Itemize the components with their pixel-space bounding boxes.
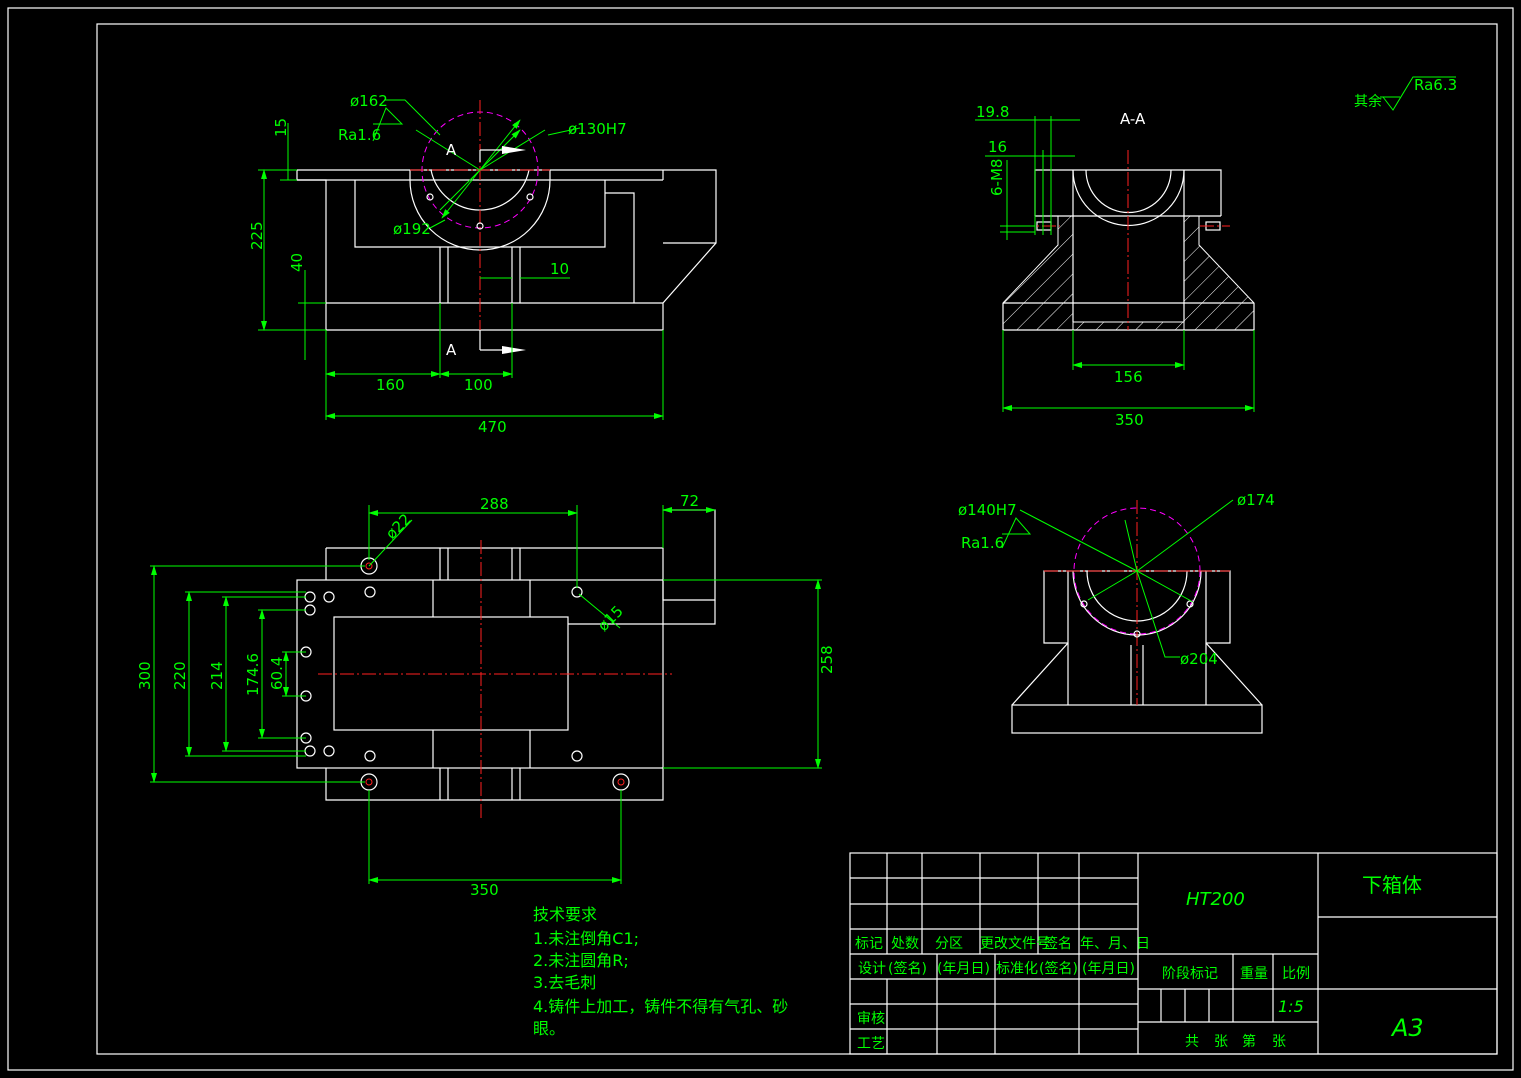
dim-w470: 470 bbox=[478, 418, 507, 436]
row-process: 工艺 bbox=[857, 1036, 885, 1052]
dim-d140: ø140H7 bbox=[958, 501, 1017, 519]
title-block: HT200 下箱体 A3 1:5 标记 处数 分区 更改文件号 签名 年、月、日… bbox=[849, 852, 1498, 1055]
dim-w10: 10 bbox=[550, 260, 569, 278]
bolt-holes bbox=[300, 557, 630, 791]
dim-ra-front: Ra1.6 bbox=[338, 126, 381, 144]
sheets-current-prefix: 第 bbox=[1242, 1033, 1256, 1050]
dim-w350-top: 350 bbox=[470, 881, 499, 899]
roughness-prefix: 其余 bbox=[1354, 93, 1382, 110]
material: HT200 bbox=[1186, 889, 1245, 910]
dim-w100: 100 bbox=[464, 376, 493, 394]
dim-h220: 220 bbox=[171, 661, 189, 690]
scale-label: 比例 bbox=[1282, 966, 1310, 982]
dim-w19-8: 19.8 bbox=[976, 103, 1009, 121]
tech-item-4: 4.铸件上加工，铸件不得有气孔、砂 bbox=[533, 997, 788, 1016]
part-name: 下箱体 bbox=[1362, 873, 1422, 897]
dim-h225: 225 bbox=[248, 221, 266, 250]
row-design-sign: (签名) bbox=[888, 960, 927, 977]
section-view: A-A 19.8 16 6-M8 156 350 bbox=[975, 103, 1255, 429]
scale-value: 1:5 bbox=[1278, 997, 1304, 1016]
sheet-border bbox=[7, 7, 1514, 1071]
dim-h258: 258 bbox=[818, 645, 836, 674]
tech-item-5: 眼。 bbox=[533, 1019, 565, 1038]
dim-w16: 16 bbox=[988, 138, 1007, 156]
row-standard-sign: (签名) bbox=[1039, 960, 1078, 977]
row-design: 设计 bbox=[858, 961, 886, 977]
dim-h15: 15 bbox=[272, 118, 290, 137]
roughness-value: Ra6.3 bbox=[1414, 76, 1457, 94]
sheets-total-prefix: 共 bbox=[1185, 1034, 1199, 1050]
dim-d130: ø130H7 bbox=[568, 120, 627, 138]
tech-item-2: 2.未注圆角R; bbox=[533, 951, 629, 970]
dim-d15: ø15 bbox=[594, 602, 627, 635]
section-mark-bottom: A bbox=[446, 341, 457, 359]
row-review: 审核 bbox=[857, 1011, 885, 1027]
hdr-zone: 分区 bbox=[935, 936, 963, 952]
hdr-sign: 签名 bbox=[1044, 935, 1072, 952]
dim-ra-side: Ra1.6 bbox=[961, 534, 1004, 552]
side-view: ø140H7 ø174 Ra1.6 ø204 bbox=[958, 491, 1275, 734]
dim-w156: 156 bbox=[1114, 368, 1143, 386]
dim-w350-section: 350 bbox=[1115, 411, 1144, 429]
section-title: A-A bbox=[1120, 110, 1146, 128]
tech-item-1: 1.未注倒角C1; bbox=[533, 929, 639, 948]
row-design-date: (年月日) bbox=[937, 961, 990, 977]
dim-h60-4: 60.4 bbox=[268, 657, 286, 690]
roughness-note: 其余 Ra6.3 bbox=[1354, 76, 1457, 111]
dim-h214: 214 bbox=[208, 661, 226, 690]
dim-w288: 288 bbox=[480, 495, 509, 513]
dim-d192: ø192 bbox=[393, 220, 431, 238]
tech-requirements: 技术要求 1.未注倒角C1; 2.未注圆角R; 3.去毛刺 4.铸件上加工，铸件… bbox=[533, 905, 788, 1038]
row-standard: 标准化 bbox=[996, 961, 1038, 977]
hdr-change-doc: 更改文件号 bbox=[980, 936, 1050, 952]
dim-w72: 72 bbox=[680, 492, 699, 510]
stage-label: 阶段标记 bbox=[1162, 966, 1218, 982]
hdr-date: 年、月、日 bbox=[1080, 936, 1150, 952]
sheet-size: A3 bbox=[1390, 1014, 1424, 1042]
section-mark-top: A bbox=[446, 141, 457, 159]
dim-d174: ø174 bbox=[1237, 491, 1275, 509]
dim-d204: ø204 bbox=[1180, 650, 1218, 668]
dim-h174-6: 174.6 bbox=[244, 653, 262, 696]
front-view: ø162 Ra1.6 ø130H7 ø192 15 225 40 10 160 … bbox=[248, 92, 717, 436]
hdr-mark: 标记 bbox=[855, 936, 883, 952]
sheets-current-suffix: 张 bbox=[1272, 1034, 1286, 1050]
dim-thread: 6-M8 bbox=[988, 159, 1006, 196]
dim-d22: ø22 bbox=[382, 510, 415, 543]
dim-d162: ø162 bbox=[350, 92, 388, 110]
row-standard-date: (年月日) bbox=[1082, 961, 1135, 977]
dim-h300: 300 bbox=[136, 661, 154, 690]
sheets-total-suffix: 张 bbox=[1214, 1034, 1228, 1050]
top-view: ø22 288 72 ø15 300 220 214 174.6 60.4 25… bbox=[136, 492, 836, 899]
hdr-count: 处数 bbox=[891, 936, 919, 952]
tech-title: 技术要求 bbox=[533, 905, 597, 924]
tech-item-3: 3.去毛刺 bbox=[533, 973, 596, 992]
weight-label: 重量 bbox=[1240, 966, 1268, 982]
dim-w160: 160 bbox=[376, 376, 405, 394]
dim-h40: 40 bbox=[288, 253, 306, 272]
